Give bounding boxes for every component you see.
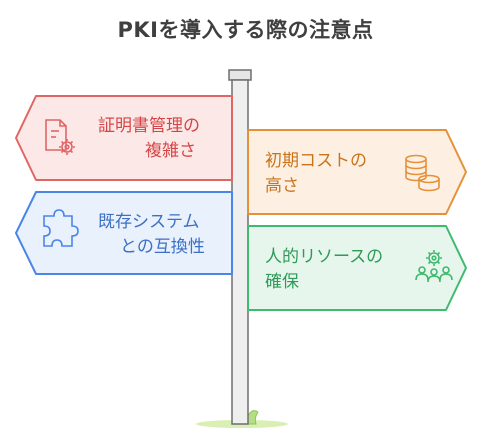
sign-label-line1: 人的リソースの <box>265 247 383 267</box>
sign-label-line1: 証明書管理の <box>98 116 200 136</box>
sign-label-line1: 既存システム <box>98 212 200 232</box>
sign-label-line2: 複雑さ <box>145 141 196 161</box>
sign-label-line2: との互換性 <box>120 237 205 257</box>
team-gear-icon <box>415 250 453 283</box>
sign-certificate-management: 証明書管理の 複雑さ <box>15 95 233 181</box>
sign-label-line1: 初期コストの <box>265 151 367 171</box>
puzzle-icon <box>43 209 79 247</box>
sign-system-compatibility: 既存システム との互換性 <box>15 191 233 275</box>
sign-initial-cost: 初期コストの 高さ <box>247 129 467 215</box>
diagram-title: PKIを導入する際の注意点 <box>117 18 374 42</box>
sign-label-line2: 確保 <box>265 272 299 292</box>
coin-stack-icon <box>405 154 440 192</box>
sign-human-resources: 人的リソースの 確保 <box>247 225 467 311</box>
sign-label-line2: 高さ <box>265 176 299 196</box>
certificate-gear-icon <box>45 119 75 155</box>
